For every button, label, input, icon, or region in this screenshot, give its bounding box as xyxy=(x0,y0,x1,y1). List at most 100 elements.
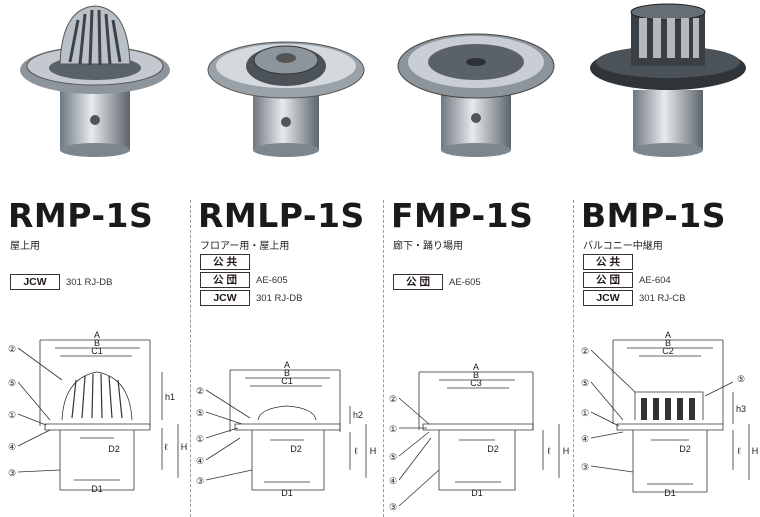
cert-badge: 公 団 xyxy=(583,272,633,288)
callout-5: ⑤ xyxy=(389,452,397,462)
cert-code: AE-605 xyxy=(449,276,481,288)
dim-d2: D2 xyxy=(290,444,302,454)
cert-row: 公 団 AE-605 xyxy=(200,272,302,288)
product-fmp-1s: FMP-1S 廊下・踊り場用 公 団 AE-605 ② ① ⑤ ④ ③ A B … xyxy=(383,0,573,517)
callout-5: ⑤ xyxy=(196,408,204,418)
rmp-1s-diagram: ② ⑤ ① ④ ③ A B C1 D2 D1 h1 ℓ H xyxy=(8,330,188,494)
bmp-1s-diagram: ② ⑤ ① ④ ③ ⑤ A B C2 D2 D1 h3 ℓ H xyxy=(581,330,759,498)
cert-list: 公 共 公 団 AE-605 JCW 301 RJ-DB xyxy=(200,254,302,308)
callout-1: ① xyxy=(196,434,204,444)
cert-badge: JCW xyxy=(583,290,633,306)
callout-3: ③ xyxy=(8,468,16,478)
cert-code: AE-604 xyxy=(639,274,671,286)
model-name: RMP-1S xyxy=(8,196,154,235)
dim-d2: D2 xyxy=(487,444,499,454)
cert-code: 301 RJ-CB xyxy=(639,292,686,304)
callout-5: ⑤ xyxy=(8,378,16,388)
dim-d1: D1 xyxy=(471,488,483,498)
rmlp-1s-photo xyxy=(207,41,365,157)
dim-b: B xyxy=(665,338,671,348)
model-name: RMLP-1S xyxy=(198,196,365,235)
dim-d1: D1 xyxy=(281,488,293,498)
column-divider xyxy=(383,200,384,517)
cert-row: 公 共 xyxy=(200,254,302,270)
dim-h2: h2 xyxy=(353,410,363,420)
callout-2: ② xyxy=(389,394,397,404)
dim-h: H xyxy=(563,446,570,456)
dim-h: H xyxy=(752,446,759,456)
cert-badge: 公 団 xyxy=(200,272,250,288)
callout-3: ③ xyxy=(196,476,204,486)
dim-d1: D1 xyxy=(664,488,676,498)
usage-text: フロアー用・屋上用 xyxy=(200,241,290,252)
dim-l: ℓ xyxy=(738,446,742,456)
rmp-1s-photo xyxy=(20,5,170,157)
dim-b: B xyxy=(94,338,100,348)
column-divider xyxy=(573,200,574,517)
dim-d2: D2 xyxy=(679,444,691,454)
dim-a: A xyxy=(284,360,290,370)
cert-list: JCW 301 RJ-DB xyxy=(10,274,112,292)
callout-1: ① xyxy=(389,424,397,434)
cert-row: JCW 301 RJ-CB xyxy=(583,290,685,306)
dim-b: B xyxy=(284,368,290,378)
rmlp-1s-diagram: ② ⑤ ① ④ ③ A B C1 D2 D1 h2 ℓ H xyxy=(196,360,377,498)
cert-badge: JCW xyxy=(10,274,60,290)
dim-c3: C3 xyxy=(470,378,482,388)
dim-l: ℓ xyxy=(165,442,169,452)
cert-list: 公 共 公 団 AE-604 JCW 301 RJ-CB xyxy=(583,254,685,308)
dim-h: H xyxy=(370,446,377,456)
usage-text: 廊下・踊り場用 xyxy=(393,241,463,252)
usage-text: バルコニー中継用 xyxy=(583,241,663,252)
fmp-1s-photo xyxy=(397,33,555,157)
dim-l: ℓ xyxy=(355,446,359,456)
product-bmp-1s: BMP-1S バルコニー中継用 公 共 公 団 AE-604 JCW 301 R… xyxy=(573,0,760,517)
dim-c2: C2 xyxy=(662,346,674,356)
product-rmp-1s: RMP-1S 屋上用 JCW 301 RJ-DB ② ⑤ xyxy=(0,0,190,517)
callout-3: ③ xyxy=(389,502,397,512)
fmp-1s-diagram: ② ① ⑤ ④ ③ A B C3 D2 D1 ℓ H xyxy=(389,362,570,512)
dim-d2: D2 xyxy=(108,444,120,454)
cert-row: 公 団 AE-604 xyxy=(583,272,685,288)
cert-badge: 公 団 xyxy=(393,274,443,290)
callout-1: ① xyxy=(8,410,16,420)
model-name: BMP-1S xyxy=(581,196,727,235)
cert-badge: 公 共 xyxy=(200,254,250,270)
column-divider xyxy=(190,200,191,517)
callout-5-right: ⑤ xyxy=(737,374,745,384)
cert-code: 301 RJ-DB xyxy=(256,292,303,304)
cert-row: 公 共 xyxy=(583,254,685,270)
cert-list: 公 団 AE-605 xyxy=(393,274,481,292)
dim-a: A xyxy=(473,362,479,372)
dim-b: B xyxy=(473,370,479,380)
dim-c1: C1 xyxy=(91,346,103,356)
dim-h1: h1 xyxy=(165,392,175,402)
cert-row: 公 団 AE-605 xyxy=(393,274,481,290)
cert-code: AE-605 xyxy=(256,274,288,286)
dim-l: ℓ xyxy=(548,446,552,456)
callout-4: ④ xyxy=(196,456,204,466)
callout-4: ④ xyxy=(8,442,16,452)
cert-badge: JCW xyxy=(200,290,250,306)
callout-4: ④ xyxy=(389,476,397,486)
dim-h: H xyxy=(181,442,188,452)
dim-h3: h3 xyxy=(736,404,746,414)
dim-a: A xyxy=(94,330,100,340)
product-rmlp-1s: RMLP-1S フロアー用・屋上用 公 共 公 団 AE-605 JCW 301… xyxy=(190,0,383,517)
callout-3: ③ xyxy=(581,462,589,472)
callout-2: ② xyxy=(581,346,589,356)
cert-code: 301 RJ-DB xyxy=(66,276,113,288)
cert-row: JCW 301 RJ-DB xyxy=(200,290,302,306)
dim-d1: D1 xyxy=(91,484,103,494)
callout-2: ② xyxy=(8,344,16,354)
dim-c1: C1 xyxy=(281,376,293,386)
callout-2: ② xyxy=(196,386,204,396)
cert-badge: 公 共 xyxy=(583,254,633,270)
callout-1: ① xyxy=(581,408,589,418)
model-name: FMP-1S xyxy=(391,196,534,235)
callout-4: ④ xyxy=(581,434,589,444)
dim-a: A xyxy=(665,330,671,340)
usage-text: 屋上用 xyxy=(10,241,40,252)
bmp-1s-photo xyxy=(590,3,746,157)
callout-5: ⑤ xyxy=(581,378,589,388)
